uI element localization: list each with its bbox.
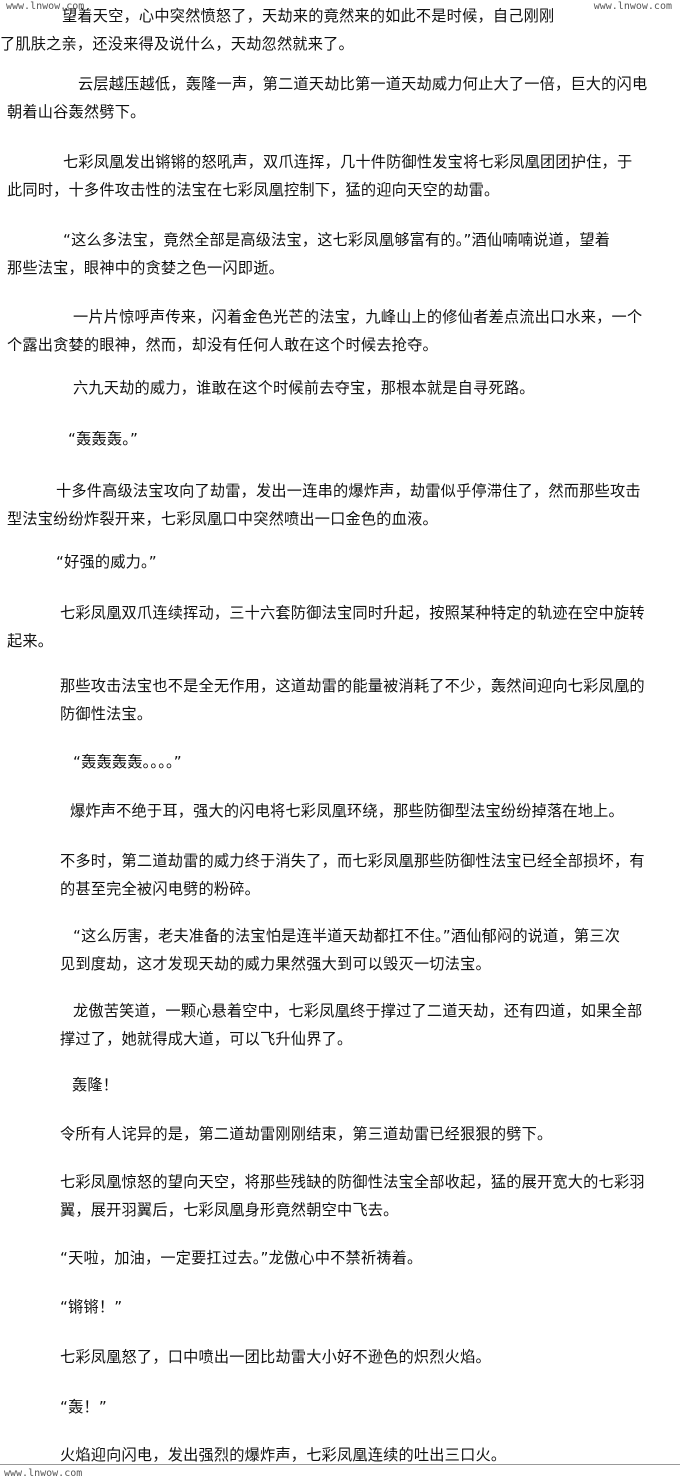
- paragraph: “锵锵！”: [60, 1293, 122, 1321]
- paragraph: 七彩凤凰惊怒的望向天空，将那些残缺的防御性法宝全部收起，猛的展开宽大的七彩羽 翼…: [60, 1168, 645, 1224]
- paragraph: 望着天空，心中突然愤怒了，天劫来的竟然来的如此不是时候，自己刚刚 了肌肤之亲，还…: [0, 2, 555, 58]
- paragraph: 十多件高级法宝攻向了劫雷，发出一连串的爆炸声，劫雷似乎停滞住了，然而那些攻击 型…: [7, 477, 641, 533]
- paragraph: “轰轰轰。”: [68, 425, 138, 453]
- text-line: 六九天劫的威力，谁敢在这个时候前去夺宝，那根本就是自寻死路。: [73, 379, 535, 397]
- text-line: 一片片惊呼声传来，闪着金色光芒的法宝，九峰山上的修仙者差点流出口水来，一个: [73, 308, 643, 326]
- text-line: 七彩凤凰惊怒的望向天空，将那些残缺的防御性法宝全部收起，猛的展开宽大的七彩羽: [60, 1173, 645, 1191]
- text-line: “天啦，加油，一定要扛过去。”龙傲心中不禁祈祷着。: [60, 1249, 423, 1267]
- text-line: 防御性法宝。: [60, 705, 153, 723]
- text-line: 火焰迎向闪电，发出强烈的爆炸声，七彩凤凰连续的吐出三口火。: [60, 1446, 507, 1464]
- paragraph: 七彩凤凰怒了，口中喷出一团比劫雷大小好不逊色的炽烈火焰。: [60, 1343, 491, 1371]
- paragraph: 令所有人诧异的是，第二道劫雷刚刚结束，第三道劫雷已经狠狠的劈下。: [60, 1120, 552, 1148]
- paragraph: 爆炸声不绝于耳，强大的闪电将七彩凤凰环绕，那些防御型法宝纷纷掉落在地上。: [70, 797, 624, 825]
- paragraph: 云层越压越低，轰隆一声，第二道天劫比第一道天劫威力何止大了一倍，巨大的闪电 朝着…: [7, 70, 648, 126]
- text-line: “这么多法宝，竟然全部是高级法宝，这七彩凤凰够富有的。”酒仙喃喃说道，望着: [63, 231, 611, 249]
- paragraph: 六九天劫的威力，谁敢在这个时候前去夺宝，那根本就是自寻死路。: [73, 374, 535, 402]
- text-line: “锵锵！”: [60, 1298, 123, 1316]
- text-line: 十多件高级法宝攻向了劫雷，发出一连串的爆炸声，劫雷似乎停滞住了，然而那些攻击: [56, 482, 641, 500]
- text-line: 不多时，第二道劫雷的威力终于消失了，而七彩凤凰那些防御性法宝已经全部损坏，有: [60, 852, 645, 870]
- watermark-top-left: www.lnwow.com: [6, 1, 85, 12]
- paragraph: “轰！”: [60, 1393, 107, 1421]
- text-line: 那些法宝，眼神中的贪婪之色一闪即逝。: [7, 259, 284, 277]
- text-line: 起来。: [7, 632, 54, 650]
- paragraph: “这么厉害，老夫准备的法宝怕是连半道天劫都扛不住。”酒仙郁闷的说道，第三次 见到…: [60, 922, 621, 978]
- paragraph: 那些攻击法宝也不是全无作用，这道劫雷的能量被消耗了不少，轰然间迎向七彩凤凰的 防…: [60, 672, 645, 728]
- text-line: 那些攻击法宝也不是全无作用，这道劫雷的能量被消耗了不少，轰然间迎向七彩凤凰的: [60, 677, 645, 695]
- text-line: 七彩凤凰怒了，口中喷出一团比劫雷大小好不逊色的炽烈火焰。: [60, 1348, 491, 1366]
- text-line: “轰！”: [60, 1398, 107, 1416]
- text-line: 朝着山谷轰然劈下。: [7, 103, 146, 121]
- paragraph: “天啦，加油，一定要扛过去。”龙傲心中不禁祈祷着。: [60, 1244, 422, 1272]
- paragraph: 一片片惊呼声传来，闪着金色光芒的法宝，九峰山上的修仙者差点流出口水来，一个 个露…: [7, 303, 643, 359]
- paragraph: 不多时，第二道劫雷的威力终于消失了，而七彩凤凰那些防御性法宝已经全部损坏，有 的…: [60, 847, 645, 903]
- paragraph: “好强的威力。”: [56, 548, 157, 576]
- text-line: 令所有人诧异的是，第二道劫雷刚刚结束，第三道劫雷已经狠狠的劈下。: [60, 1125, 553, 1143]
- text-line: 型法宝纷纷炸裂开来，七彩凤凰口中突然喷出一口金色的血液。: [7, 510, 438, 528]
- text-line: “这么厉害，老夫准备的法宝怕是连半道天劫都扛不住。”酒仙郁闷的说道，第三次: [73, 927, 621, 945]
- paragraph: “这么多法宝，竟然全部是高级法宝，这七彩凤凰够富有的。”酒仙喃喃说道，望着 那些…: [7, 226, 611, 282]
- text-line: 见到度劫，这才发现天劫的威力果然强大到可以毁灭一切法宝。: [60, 955, 491, 973]
- paragraph: 轰隆！: [72, 1071, 118, 1099]
- text-line: 龙傲苦笑道，一颗心悬着空中，七彩凤凰终于撑过了二道天劫，还有四道，如果全部: [73, 1002, 643, 1020]
- text-line: 望着天空，心中突然愤怒了，天劫来的竟然来的如此不是时候，自己刚刚: [62, 7, 555, 25]
- text-line: 云层越压越低，轰隆一声，第二道天劫比第一道天劫威力何止大了一倍，巨大的闪电: [78, 75, 648, 93]
- text-line: “轰轰轰轰。。。。”: [73, 753, 182, 771]
- paragraph: 七彩凤凰双爪连续挥动，三十六套防御法宝同时升起，按照某种特定的轨迹在空中旋转 起…: [7, 599, 645, 655]
- text-line: 爆炸声不绝于耳，强大的闪电将七彩凤凰环绕，那些防御型法宝纷纷掉落在地上。: [70, 802, 624, 820]
- text-line: “好强的威力。”: [56, 553, 157, 571]
- text-line: 此同时，十多件攻击性的法宝在七彩凤凰控制下，猛的迎向天空的劫雷。: [7, 181, 500, 199]
- watermark-bottom-left: www.lnwow.com: [4, 1468, 83, 1479]
- text-line: 七彩凤凰双爪连续挥动，三十六套防御法宝同时升起，按照某种特定的轨迹在空中旋转: [60, 604, 645, 622]
- watermark-top-right: www.lnwow.com: [593, 1, 672, 12]
- text-line: 轰隆！: [72, 1076, 119, 1094]
- bottom-divider: [0, 1464, 680, 1465]
- paragraph: “轰轰轰轰。。。。”: [73, 748, 182, 776]
- text-line: 了肌肤之亲，还没来得及说什么，天劫忽然就来了。: [0, 35, 354, 53]
- text-line: 翼，展开羽翼后，七彩凤凰身形竟然朝空中飞去。: [60, 1201, 399, 1219]
- text-line: 撑过了，她就得成大道，可以飞升仙界了。: [60, 1030, 353, 1048]
- text-line: 个露出贪婪的眼神，然而，却没有任何人敢在这个时候去抢夺。: [7, 336, 438, 354]
- text-line: “轰轰轰。”: [68, 430, 139, 448]
- paragraph: 火焰迎向闪电，发出强烈的爆炸声，七彩凤凰连续的吐出三口火。: [60, 1441, 506, 1469]
- text-line: 七彩凤凰发出锵锵的怒吼声，双爪连挥，几十件防御性发宝将七彩凤凰团团护住，于: [63, 153, 633, 171]
- paragraph: 龙傲苦笑道，一颗心悬着空中，七彩凤凰终于撑过了二道天劫，还有四道，如果全部 撑过…: [60, 997, 643, 1053]
- paragraph: 七彩凤凰发出锵锵的怒吼声，双爪连挥，几十件防御性发宝将七彩凤凰团团护住，于 此同…: [7, 148, 633, 204]
- text-line: 的甚至完全被闪电劈的粉碎。: [60, 880, 261, 898]
